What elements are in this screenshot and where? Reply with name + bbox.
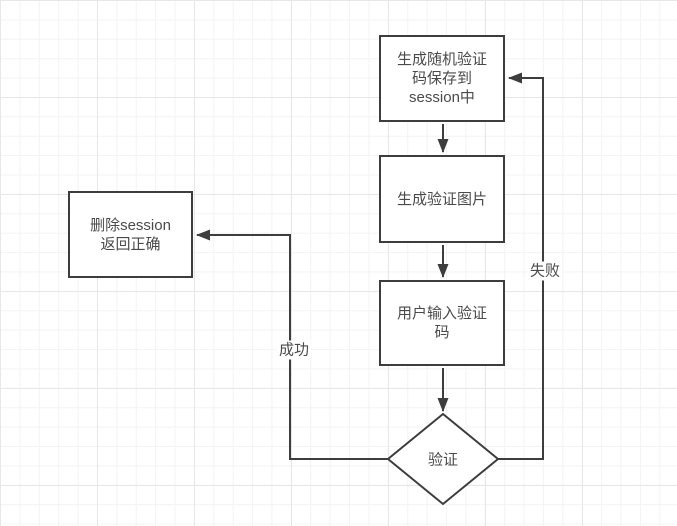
node-verify-diamond-shape: [386, 412, 500, 506]
node-input-code: 用户输入验证 码: [379, 280, 505, 366]
node-input-code-label: 用户输入验证 码: [396, 305, 487, 341]
edge-label-success: 成功: [276, 340, 312, 360]
node-delete-session-label: 删除session 返回正确: [90, 216, 171, 253]
node-delete-session: 删除session 返回正确: [68, 191, 193, 278]
node-generate-image-label: 生成验证图片: [396, 190, 487, 208]
node-generate-code-label: 生成随机验证 码保存到 session中: [396, 51, 487, 106]
node-generate-image: 生成验证图片: [379, 155, 505, 243]
node-verify-label: 验证: [427, 451, 459, 469]
node-generate-code: 生成随机验证 码保存到 session中: [379, 35, 505, 122]
edge-label-fail: 失败: [527, 261, 563, 281]
